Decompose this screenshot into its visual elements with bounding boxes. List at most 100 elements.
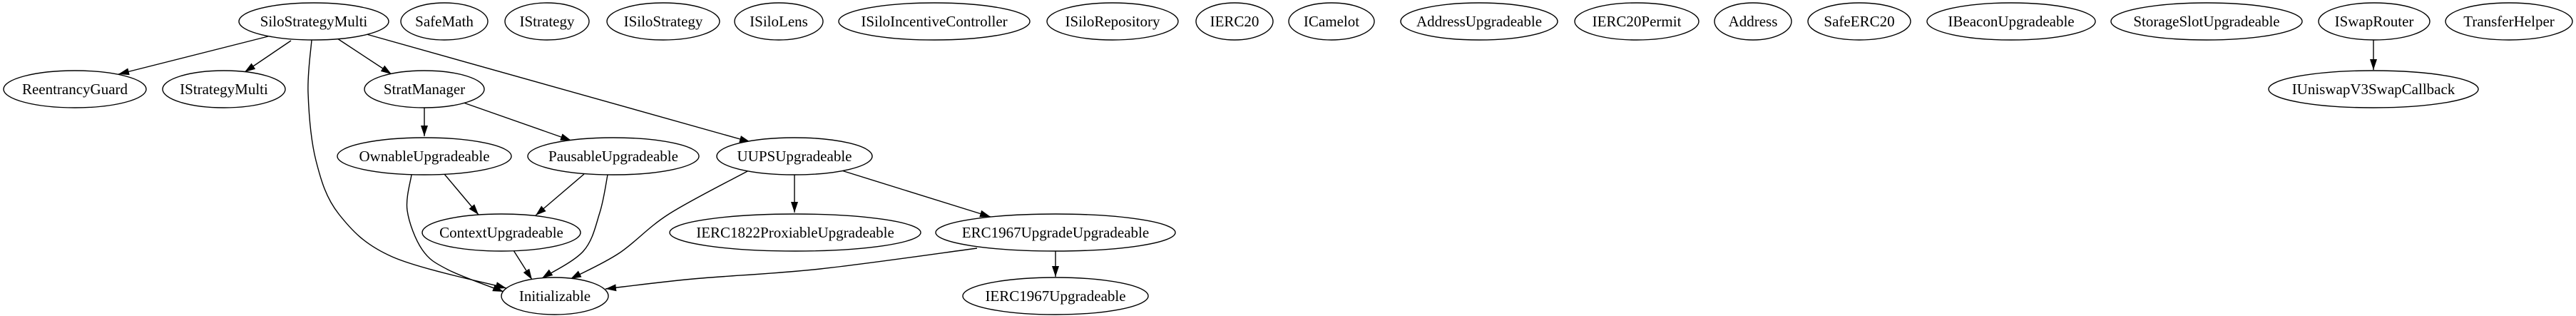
node-label-TransferHelper: TransferHelper [2463, 13, 2555, 30]
node-ellipse-ISiloIncentiveController [838, 2, 1031, 41]
node-ellipse-IUniswapV3SwapCallback [2268, 70, 2479, 108]
node-ReentrancyGuard: ReentrancyGuard [3, 70, 147, 108]
node-ellipse-UUPSUpgradeable [716, 137, 873, 175]
node-label-ISiloLens: ISiloLens [750, 13, 808, 30]
node-ellipse-ContextUpgradeable [421, 213, 581, 252]
edge-UUPSUpgradeable--ERC1967UpgradeUpgradeable [841, 170, 991, 218]
node-label-ContextUpgradeable: ContextUpgradeable [439, 224, 563, 241]
edge-SiloStrategyMulti--Initializable [307, 39, 507, 289]
node-ellipse-IERC1967Upgradeable [962, 277, 1149, 315]
node-label-IERC20Permit: IERC20Permit [1593, 13, 1682, 30]
edge-OwnableUpgradeable--ContextUpgradeable [444, 173, 479, 215]
node-label-UUPSUpgradeable: UUPSUpgradeable [737, 148, 852, 165]
node-ellipse-IStrategyMulti [162, 70, 286, 108]
node-ContextUpgradeable: ContextUpgradeable [421, 213, 581, 252]
node-label-SafeERC20: SafeERC20 [1824, 13, 1894, 30]
node-ellipse-TransferHelper [2445, 2, 2573, 41]
node-UUPSUpgradeable: UUPSUpgradeable [716, 137, 873, 175]
node-ellipse-SiloStrategyMulti [238, 2, 389, 41]
node-StorageSlotUpgradeable: StorageSlotUpgradeable [2110, 2, 2303, 41]
node-label-IERC1822ProxiableUpgradeable: IERC1822ProxiableUpgradeable [696, 224, 894, 241]
node-ellipse-AddressUpgradeable [1400, 2, 1558, 41]
edge-OwnableUpgradeable--Initializable [406, 174, 504, 292]
node-label-IERC20: IERC20 [1210, 13, 1259, 30]
node-ellipse-StorageSlotUpgradeable [2110, 2, 2303, 41]
node-ellipse-PausableUpgradeable [527, 137, 700, 175]
node-label-IBeaconUpgradeable: IBeaconUpgradeable [1948, 13, 2074, 30]
edge-ContextUpgradeable--Initializable [513, 250, 533, 280]
node-label-StorageSlotUpgradeable: StorageSlotUpgradeable [2133, 13, 2279, 30]
node-label-ISiloStrategy: ISiloStrategy [624, 13, 703, 30]
node-IStrategyMulti: IStrategyMulti [162, 70, 286, 108]
edge-SiloStrategyMulti--UUPSUpgradeable [366, 34, 751, 143]
node-label-PausableUpgradeable: PausableUpgradeable [548, 148, 678, 165]
node-IERC20: IERC20 [1195, 2, 1274, 41]
node-ellipse-Initializable [501, 277, 609, 315]
node-label-IUniswapV3SwapCallback: IUniswapV3SwapCallback [2292, 81, 2455, 98]
node-ellipse-ISiloStrategy [606, 2, 720, 41]
node-ellipse-ISiloRepository [1046, 2, 1179, 41]
node-label-ICamelot: ICamelot [1304, 13, 1359, 30]
node-ellipse-ISiloLens [734, 2, 824, 41]
node-label-ERC1967UpgradeUpgradeable: ERC1967UpgradeUpgradeable [962, 224, 1149, 241]
edge-UUPSUpgradeable--Initializable [570, 170, 750, 280]
node-ellipse-StratManager [364, 70, 485, 108]
node-PausableUpgradeable: PausableUpgradeable [527, 137, 700, 175]
node-ellipse-ISwapRouter [2318, 2, 2431, 41]
node-Initializable: Initializable [501, 277, 609, 315]
edge-ERC1967UpgradeUpgradeable--Initializable [605, 248, 978, 292]
edge-SiloStrategyMulti--IStrategyMulti [244, 40, 292, 73]
node-IERC1822ProxiableUpgradeable: IERC1822ProxiableUpgradeable [669, 213, 921, 252]
node-OwnableUpgradeable: OwnableUpgradeable [337, 137, 512, 175]
edge-StratManager--PausableUpgradeable [463, 102, 572, 141]
node-ellipse-IStrategy [504, 2, 590, 41]
node-label-IERC1967Upgradeable: IERC1967Upgradeable [985, 287, 1125, 305]
node-label-IStrategyMulti: IStrategyMulti [180, 81, 268, 98]
node-IBeaconUpgradeable: IBeaconUpgradeable [1926, 2, 2096, 41]
node-ellipse-ERC1967UpgradeUpgradeable [935, 213, 1176, 252]
node-IERC1967Upgradeable: IERC1967Upgradeable [962, 277, 1149, 315]
node-ISiloRepository: ISiloRepository [1046, 2, 1179, 41]
node-AddressUpgradeable: AddressUpgradeable [1400, 2, 1558, 41]
node-SafeMath: SafeMath [400, 2, 489, 41]
node-ellipse-ICamelot [1288, 2, 1375, 41]
node-label-StratManager: StratManager [384, 81, 465, 98]
node-ellipse-ReentrancyGuard [3, 70, 147, 108]
node-IERC20Permit: IERC20Permit [1574, 2, 1700, 41]
edge-PausableUpgradeable--Initializable [541, 174, 608, 279]
node-ellipse-SafeMath [400, 2, 489, 41]
edge-SiloStrategyMulti--StratManager [337, 38, 392, 75]
node-label-ISiloRepository: ISiloRepository [1065, 13, 1160, 30]
node-ellipse-OwnableUpgradeable [337, 137, 512, 175]
node-ERC1967UpgradeUpgradeable: ERC1967UpgradeUpgradeable [935, 213, 1176, 252]
node-label-SiloStrategyMulti: SiloStrategyMulti [260, 13, 368, 30]
node-ISiloIncentiveController: ISiloIncentiveController [838, 2, 1031, 41]
node-ISiloLens: ISiloLens [734, 2, 824, 41]
node-label-Initializable: Initializable [519, 287, 591, 305]
node-SafeERC20: SafeERC20 [1807, 2, 1911, 41]
node-ellipse-IERC1822ProxiableUpgradeable [669, 213, 921, 252]
node-label-AddressUpgradeable: AddressUpgradeable [1416, 13, 1542, 30]
edge-PausableUpgradeable--ContextUpgradeable [535, 173, 585, 216]
node-label-Address: Address [1729, 13, 1778, 30]
node-ICamelot: ICamelot [1288, 2, 1375, 41]
node-label-IStrategy: IStrategy [520, 13, 575, 30]
node-TransferHelper: TransferHelper [2445, 2, 2573, 41]
node-ellipse-IBeaconUpgradeable [1926, 2, 2096, 41]
node-Address: Address [1714, 2, 1792, 41]
node-ellipse-Address [1714, 2, 1792, 41]
node-IStrategy: IStrategy [504, 2, 590, 41]
node-ISwapRouter: ISwapRouter [2318, 2, 2431, 41]
node-IUniswapV3SwapCallback: IUniswapV3SwapCallback [2268, 70, 2479, 108]
edge-SiloStrategyMulti--ReentrancyGuard [118, 36, 269, 76]
node-SiloStrategyMulti: SiloStrategyMulti [238, 2, 389, 41]
node-StratManager: StratManager [364, 70, 485, 108]
node-ellipse-SafeERC20 [1807, 2, 1911, 41]
node-label-ISwapRouter: ISwapRouter [2335, 13, 2414, 30]
node-label-OwnableUpgradeable: OwnableUpgradeable [359, 148, 489, 165]
node-label-ReentrancyGuard: ReentrancyGuard [22, 81, 128, 98]
node-ISiloStrategy: ISiloStrategy [606, 2, 720, 41]
node-ellipse-IERC20 [1195, 2, 1274, 41]
